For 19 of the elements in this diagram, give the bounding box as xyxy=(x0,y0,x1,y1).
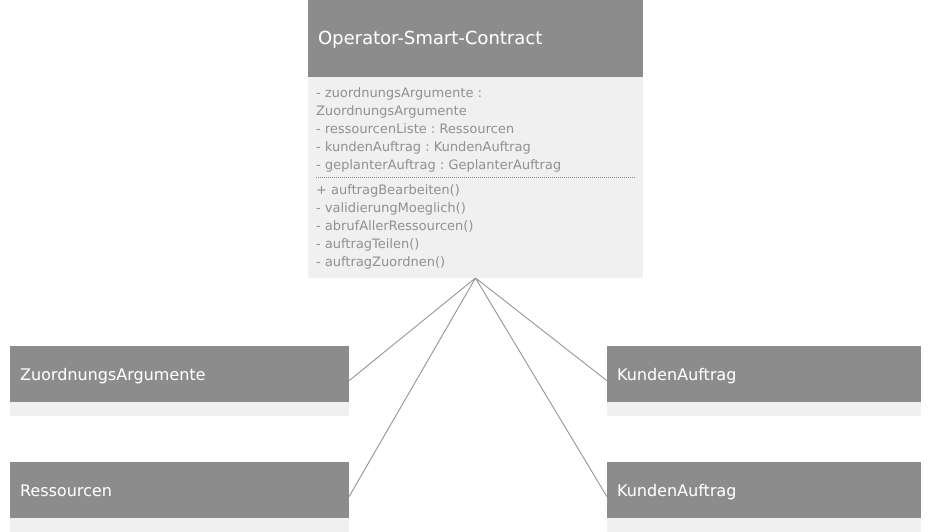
attribute-text: - kundenAuftrag : KundenAuftrag xyxy=(316,139,532,157)
connector-line xyxy=(475,278,608,498)
method-text: - abrufAllerRessourcen() xyxy=(316,218,474,236)
attribute-text: - ressourcenListe : Ressourcen xyxy=(316,121,516,139)
class-name: Operator-Smart-Contract xyxy=(308,0,643,77)
attribute-text: - zuordnungsArgumente : ZuordnungsArgumente xyxy=(316,85,483,121)
class-box xyxy=(308,0,643,278)
class-name: ZuordnungsArgumente xyxy=(10,346,349,402)
class-name: KundenAuftrag xyxy=(607,462,921,518)
method-text: - auftragTeilen() xyxy=(316,236,420,254)
class-name: Ressourcen xyxy=(10,462,349,518)
method-text: - validierungMoeglich() xyxy=(316,200,467,218)
connector-line xyxy=(348,278,476,498)
class-name: KundenAuftrag xyxy=(607,346,921,402)
attribute-text: - geplanterAuftrag : GeplanterAuftrag xyxy=(316,157,562,175)
method-text: - auftragZuordnen() xyxy=(316,254,446,272)
method-text: + auftragBearbeiten() xyxy=(316,182,461,200)
connector-line xyxy=(475,278,608,382)
connector-line xyxy=(348,278,476,382)
